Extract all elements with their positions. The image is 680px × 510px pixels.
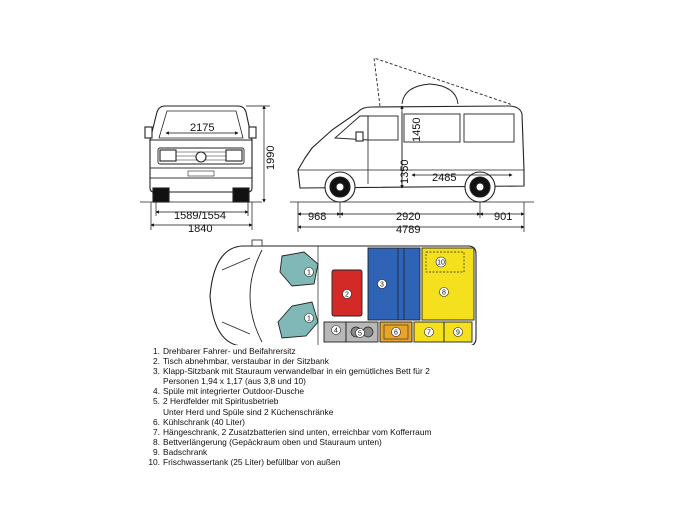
marker-6: 6: [394, 330, 398, 337]
dim-wheelbase: 2920: [396, 211, 420, 223]
dim-overhang-front: 968: [308, 211, 326, 223]
legend-item: 3.Klapp-Sitzbank mit Stauraum verwandelb…: [153, 366, 430, 387]
legend-item: 6.Kühlschrank (40 Liter): [153, 416, 245, 427]
vw-badge-icon: [195, 151, 207, 163]
right-headlight: [225, 149, 243, 162]
legend-list: 1.Drehbarer Fahrer- und Beifahrersitz 2.…: [147, 346, 587, 467]
marker-10: 10: [437, 260, 445, 267]
marker-4: 4: [334, 328, 338, 335]
floor-plan: [209, 239, 477, 345]
side-dimensions: [297, 105, 525, 232]
dim-overhang-rear: 901: [494, 211, 512, 223]
side-view: [290, 57, 534, 203]
dim-length-total: 4789: [396, 224, 420, 236]
dim-track-widths: 1589/1554: [174, 210, 226, 222]
left-mirror: [144, 126, 153, 139]
legend-item: 2.Tisch abnehmbar, verstaubar in der Sit…: [153, 356, 329, 367]
dim-height-total: 1990: [265, 146, 277, 170]
driver-seat: [279, 251, 319, 287]
legend-item: 1.Drehbarer Fahrer- und Beifahrersitz: [153, 346, 296, 356]
dim-pop-top-height: 1450: [411, 118, 423, 142]
dim-front-track: 2175: [190, 122, 214, 134]
dim-height-closed: 1350: [399, 160, 411, 184]
legend-item: 7.Hängeschrank, 2 Zusatzbatterien sind u…: [153, 426, 432, 437]
vehicle-technical-drawing: 2175 1990 1589/1554 1840: [140, 57, 534, 345]
marker-1-driver: 1: [307, 270, 311, 277]
marker-9: 9: [456, 330, 460, 337]
marker-1-passenger: 1: [307, 316, 311, 323]
front-view: [140, 105, 262, 203]
plan-markers: 1 1 2 3 4 5 6 7 8 9 10: [307, 260, 460, 338]
dim-wheelbase-inner: 2485: [432, 172, 456, 184]
legend-item: 8.Bettverlängerung (Gepäckraum oben und …: [153, 436, 382, 447]
marker-5: 5: [358, 331, 362, 338]
legend-item: 9.Badschrank: [153, 446, 208, 457]
front-dimensions: [150, 105, 270, 230]
marker-3: 3: [380, 282, 384, 289]
pop-top-outline: [373, 57, 511, 107]
marker-7: 7: [427, 330, 431, 337]
left-headlight: [159, 149, 177, 162]
dim-width-total: 1840: [188, 223, 212, 235]
right-mirror: [248, 126, 257, 139]
marker-2: 2: [345, 292, 349, 299]
legend-item: 4.Spüle mit integrierter Outdoor-Dusche: [153, 386, 305, 397]
marker-8: 8: [442, 290, 446, 297]
legend-item: 10.Frischwassertank (25 Liter) befüllbar…: [148, 457, 341, 468]
bench: [367, 247, 421, 321]
